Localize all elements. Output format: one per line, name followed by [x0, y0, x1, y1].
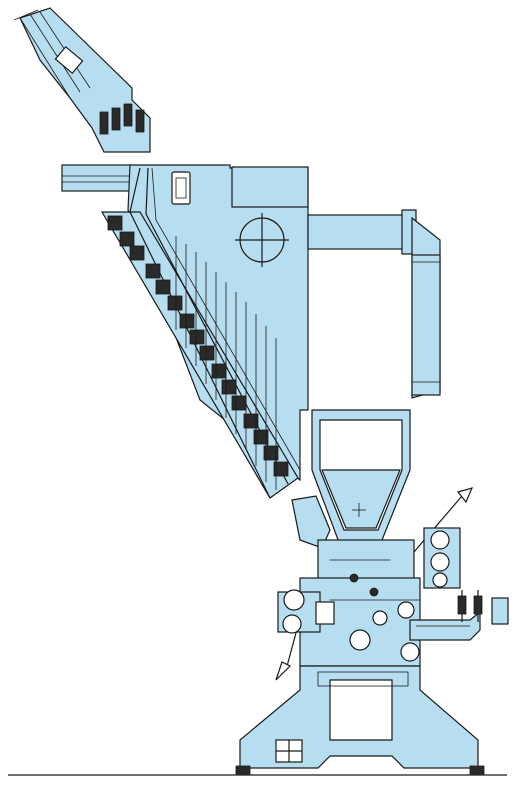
center-crosshair — [235, 213, 289, 267]
spool-icon — [123, 103, 133, 127]
upper-frame — [127, 164, 309, 482]
feeder-spools — [99, 103, 145, 135]
base-pedestal — [235, 665, 485, 775]
hopper — [311, 409, 411, 546]
head-units — [107, 215, 289, 477]
spring-icon — [457, 590, 467, 622]
vertical-rods — [175, 236, 277, 490]
spool-icon — [99, 111, 109, 135]
header-beam — [61, 164, 133, 192]
lower-mechanism — [277, 495, 421, 667]
spring-icon — [473, 590, 483, 622]
springs — [457, 590, 509, 625]
right-control-tower — [409, 527, 481, 641]
spool-icon — [135, 109, 145, 133]
spool-icon — [111, 107, 121, 131]
top-feeder-arm — [13, 7, 151, 153]
right-duct — [307, 209, 441, 399]
